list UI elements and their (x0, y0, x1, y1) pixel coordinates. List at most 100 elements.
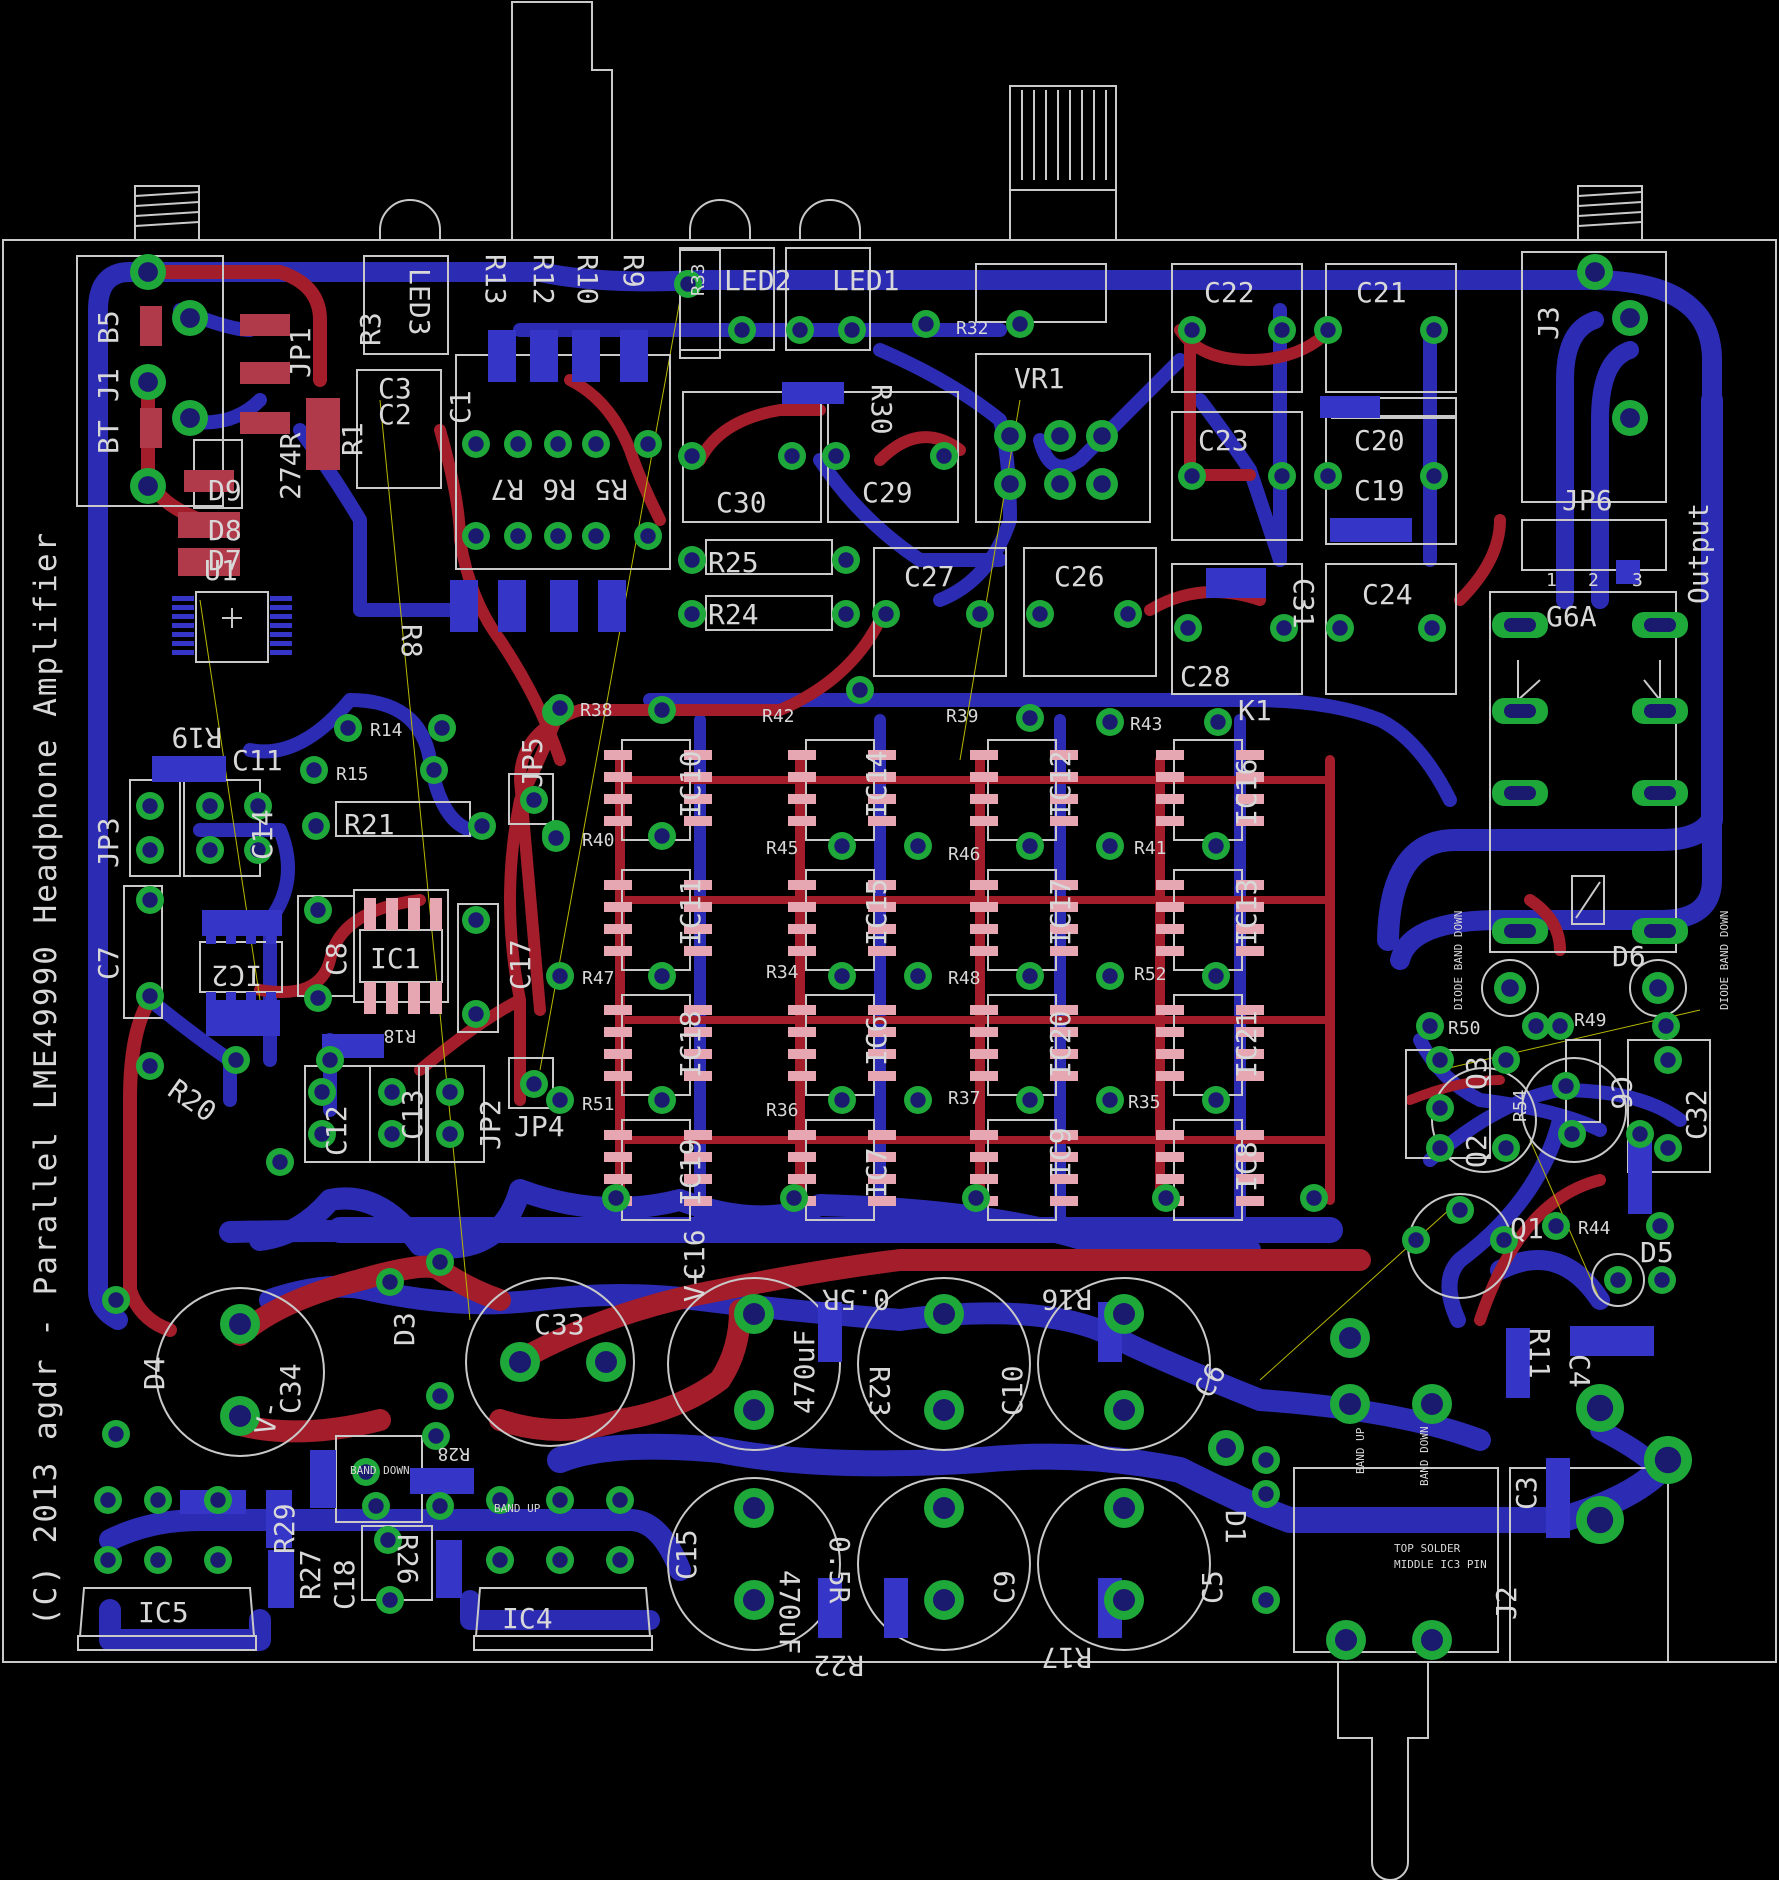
ic1-pin (364, 982, 376, 1014)
through-hole-pad (1426, 1134, 1454, 1162)
through-hole-pad (544, 522, 572, 550)
through-hole-pad (378, 1120, 406, 1148)
through-hole-pad (546, 1546, 574, 1574)
label-jp2: JP2 (474, 1099, 507, 1150)
pad-hole (426, 762, 442, 778)
ic1-pin (386, 982, 398, 1014)
opamp-pad (684, 1196, 712, 1206)
pad-hole (1258, 1486, 1274, 1502)
label-r11: R11 (1523, 1328, 1556, 1379)
through-hole-pad (994, 468, 1026, 500)
opamp-pad (1156, 924, 1184, 934)
pad-hole (202, 798, 218, 814)
opamp-pad (788, 816, 816, 826)
through-hole-pad (420, 756, 448, 784)
opamp-pad (604, 1027, 632, 1037)
through-hole-pad (1446, 1196, 1474, 1224)
through-hole-pad (924, 1580, 964, 1620)
pad-hole (550, 436, 566, 452)
pad-hole (142, 988, 158, 1004)
through-hole-pad (308, 1078, 336, 1106)
through-hole-pad (94, 1486, 122, 1514)
pad-hole (1432, 1052, 1448, 1068)
through-hole-pad (1104, 1294, 1144, 1334)
opamp-pad (1236, 1049, 1264, 1059)
label-c27: C27 (904, 560, 955, 593)
through-hole-pad (136, 792, 164, 820)
opamp-pad (1236, 946, 1264, 956)
label-c2: C2 (378, 398, 412, 431)
label-r24: R24 (708, 598, 759, 631)
through-hole-pad (172, 400, 208, 436)
through-hole-pad (1576, 1496, 1624, 1544)
label-r45: R45 (766, 838, 799, 859)
pad-hole (933, 1589, 955, 1611)
pad-hole (1552, 1018, 1568, 1034)
opamp-footprint (970, 869, 1078, 971)
pad-hole (384, 1126, 400, 1142)
label-r35: R35 (1128, 1092, 1161, 1113)
through-hole-pad (374, 1526, 402, 1554)
opamp-pad (1236, 902, 1264, 912)
ic2-pin (246, 992, 256, 1036)
pad-hole (1426, 322, 1442, 338)
through-hole-pad (904, 832, 932, 860)
label-c10: C10 (996, 1365, 1029, 1416)
opamp-footprint (604, 869, 712, 971)
label-j2: J2 (1490, 1586, 1523, 1620)
label-vr1: VR1 (1014, 362, 1065, 395)
pad-hole (150, 1552, 166, 1568)
label-r13: R13 (479, 254, 512, 305)
through-hole-pad (316, 1046, 344, 1074)
label-r23-value: 0.5R (822, 1283, 890, 1316)
through-hole-pad (1330, 1318, 1370, 1358)
pad-hole (1274, 322, 1290, 338)
opamp-pad (868, 772, 896, 782)
through-hole-pad (1252, 1586, 1280, 1614)
pad-hole (1113, 1303, 1135, 1325)
through-hole-pad (304, 896, 332, 924)
pad-hole (1022, 1092, 1038, 1108)
opamp-pad (970, 1174, 998, 1184)
opamp-pad (1236, 1196, 1264, 1206)
ic2-pin (226, 992, 236, 1036)
through-hole-pad (1252, 1480, 1280, 1508)
label-c3: C3 (1510, 1476, 1543, 1510)
pad-hole (1498, 1140, 1514, 1156)
label-r42: R42 (762, 706, 795, 727)
label-r44: R44 (1578, 1218, 1611, 1239)
through-hole-pad (586, 1342, 626, 1382)
through-hole-pad (734, 1390, 774, 1430)
through-hole-pad (734, 1488, 774, 1528)
opamp-pad (1050, 1071, 1078, 1081)
pad-hole (552, 968, 568, 984)
opamp-pad (788, 1071, 816, 1081)
pad-hole (1320, 322, 1336, 338)
pad-hole (100, 1492, 116, 1508)
pad-hole (852, 682, 868, 698)
through-hole-pad (778, 442, 806, 470)
label-r22-value: 0.5R (823, 1536, 856, 1604)
pad-hole (834, 838, 850, 854)
opamp-pad (604, 794, 632, 804)
through-hole-pad (822, 442, 850, 470)
label-r15: R15 (336, 764, 369, 785)
label-c34: C34 (274, 1363, 307, 1414)
label-r50: R50 (1448, 1018, 1481, 1039)
pad-hole (910, 968, 926, 984)
pad-hole (640, 436, 656, 452)
through-hole-pad (1418, 614, 1446, 642)
pad-hole (552, 700, 568, 716)
through-hole-pad (1330, 1384, 1370, 1424)
through-hole-pad (678, 442, 706, 470)
label-d7: D7 (208, 544, 242, 577)
opamp-pad (604, 1130, 632, 1140)
label-r25: R25 (708, 546, 759, 579)
pad-hole (1564, 1126, 1580, 1142)
u1-pin (270, 650, 292, 655)
pad-hole (684, 606, 700, 622)
label-r51: R51 (582, 1094, 615, 1115)
opamp-pad (788, 1005, 816, 1015)
pad-hole (1339, 1327, 1361, 1349)
ic2-pin (206, 912, 216, 944)
